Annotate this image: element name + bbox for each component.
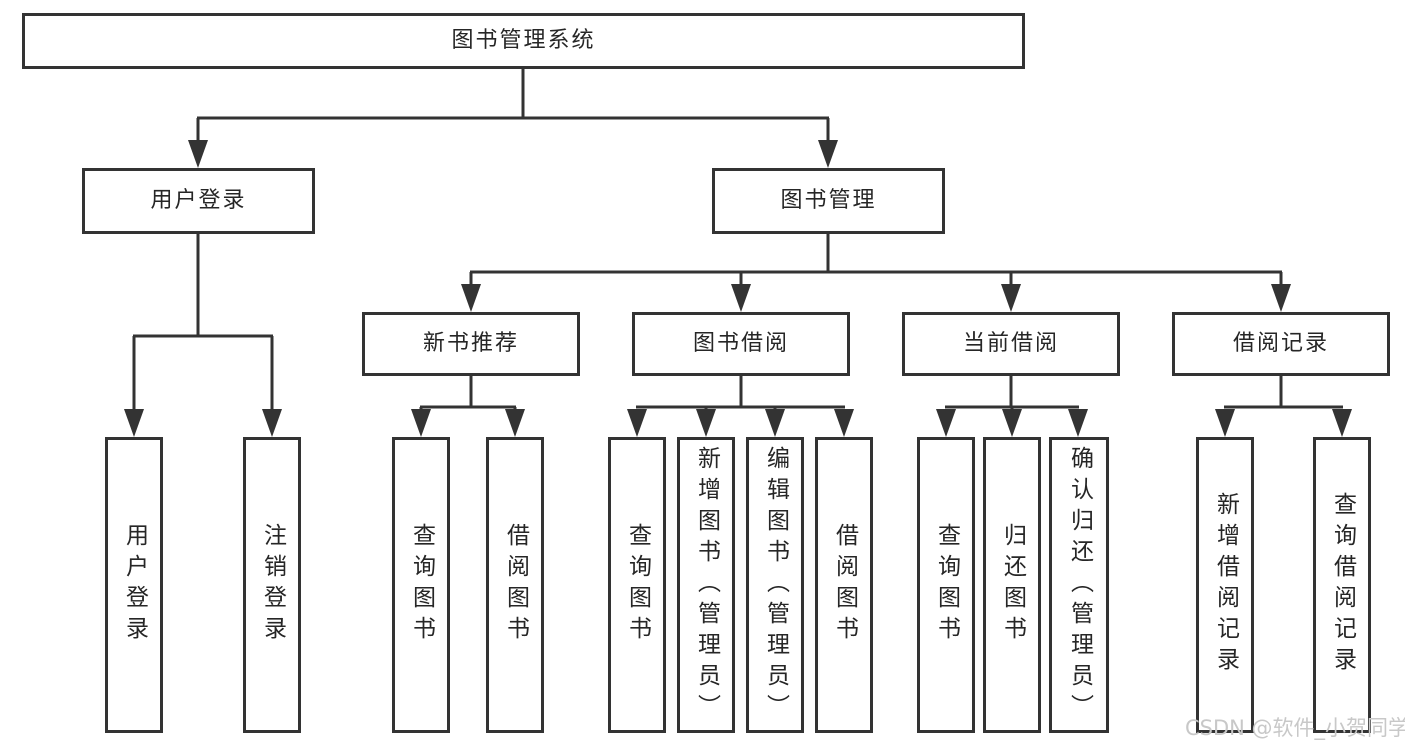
leaf-return-books: 归还图书	[983, 437, 1041, 733]
node-borrowing-records-label: 借阅记录	[1232, 330, 1329, 356]
leaf-borrow-books-borrowing-label: 借阅图书	[831, 523, 858, 647]
leaf-add-books-admin: 新增图书（管理员）	[677, 437, 735, 733]
leaf-query-borrow-record: 查询借阅记录	[1313, 437, 1371, 733]
node-book-borrowing-label: 图书借阅	[692, 330, 789, 356]
node-user-login: 用户登录	[82, 168, 315, 234]
leaf-edit-books-admin: 编辑图书（管理员）	[746, 437, 804, 733]
node-current-borrowing-label: 当前借阅	[962, 330, 1059, 356]
leaf-user-login-label: 用户登录	[121, 523, 148, 647]
leaf-add-borrow-record-label: 新增借阅记录	[1212, 492, 1239, 678]
node-root-label: 图书管理系统	[451, 27, 596, 53]
arrowheads	[124, 140, 1352, 437]
node-book-management: 图书管理	[712, 168, 945, 234]
leaf-query-books-current: 查询图书	[917, 437, 975, 733]
leaf-query-borrow-record-label: 查询借阅记录	[1329, 492, 1356, 678]
leaf-query-books-recommend-label: 查询图书	[408, 523, 435, 647]
leaf-query-books-borrowing: 查询图书	[608, 437, 666, 733]
node-root: 图书管理系统	[22, 13, 1025, 69]
node-user-login-label: 用户登录	[150, 187, 247, 213]
leaf-user-login: 用户登录	[105, 437, 163, 733]
leaf-borrow-books-recommend-label: 借阅图书	[502, 523, 529, 647]
leaf-return-books-label: 归还图书	[999, 523, 1026, 647]
leaf-borrow-books-recommend: 借阅图书	[486, 437, 544, 733]
leaf-query-books-recommend: 查询图书	[392, 437, 450, 733]
leaf-logout: 注销登录	[243, 437, 301, 733]
leaf-confirm-return-admin-label: 确认归还（管理员）	[1066, 445, 1093, 725]
node-new-book-recommendation: 新书推荐	[362, 312, 580, 376]
watermark: CSDN @软件_小贺同学	[1185, 716, 1405, 740]
leaf-edit-books-admin-label: 编辑图书（管理员）	[762, 445, 789, 725]
leaf-add-borrow-record: 新增借阅记录	[1196, 437, 1254, 733]
leaf-borrow-books-borrowing: 借阅图书	[815, 437, 873, 733]
node-new-book-recommendation-label: 新书推荐	[422, 330, 519, 356]
node-borrowing-records: 借阅记录	[1172, 312, 1390, 376]
leaf-query-books-current-label: 查询图书	[933, 523, 960, 647]
leaf-confirm-return-admin: 确认归还（管理员）	[1049, 437, 1109, 733]
node-current-borrowing: 当前借阅	[902, 312, 1120, 376]
leaf-query-books-borrowing-label: 查询图书	[624, 523, 651, 647]
leaf-add-books-admin-label: 新增图书（管理员）	[693, 445, 720, 725]
leaf-logout-label: 注销登录	[259, 523, 286, 647]
node-book-management-label: 图书管理	[780, 187, 877, 213]
node-book-borrowing: 图书借阅	[632, 312, 850, 376]
